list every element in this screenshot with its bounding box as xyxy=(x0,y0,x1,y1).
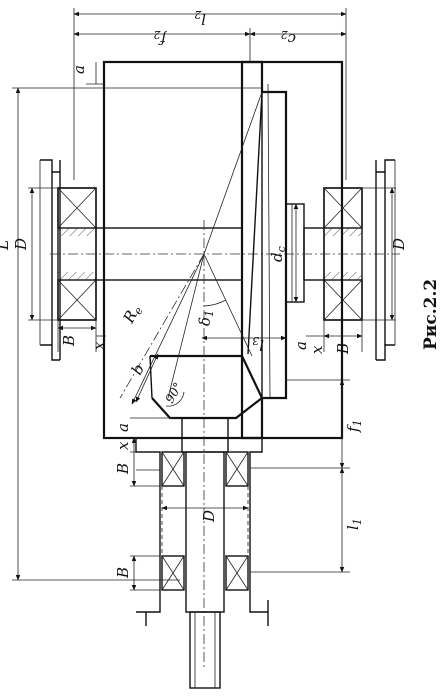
label-Re: Re xyxy=(119,301,146,327)
label-90: 90° xyxy=(162,380,185,405)
label-D-right: D xyxy=(390,238,408,251)
figure-caption: Рис.2.2 xyxy=(421,279,441,350)
label-x-left: x xyxy=(90,341,108,350)
dimension-lines xyxy=(12,8,396,591)
label-delta1: δ1 xyxy=(196,310,216,326)
pinion-bearing-upper xyxy=(161,451,249,487)
bevel-pinion xyxy=(119,91,264,670)
label-L: L xyxy=(0,240,12,251)
horizontal-shaft xyxy=(50,203,400,303)
label-B-bottom-1: B xyxy=(114,463,132,475)
label-B-bottom-2: B xyxy=(114,567,132,579)
label-a-bottom: a xyxy=(114,423,132,432)
label-c2: c2 xyxy=(281,28,296,48)
label-f1: f1 xyxy=(344,419,364,433)
label-l3: l3 xyxy=(252,334,264,354)
label-dc: dc xyxy=(268,246,288,262)
label-x-bottom: x xyxy=(114,441,132,450)
label-D-left: D xyxy=(12,238,30,251)
label-D-bottom: D xyxy=(200,510,218,523)
label-l2: l2 xyxy=(194,8,206,28)
label-l1: l1 xyxy=(344,518,364,530)
pinion-bearing-lower xyxy=(161,486,249,591)
label-B-left: B xyxy=(60,335,78,347)
pinion-shaft xyxy=(181,417,229,689)
label-a-right: a xyxy=(292,341,310,350)
right-bearing xyxy=(323,187,363,321)
label-B-right: B xyxy=(334,343,352,355)
bevel-wheel xyxy=(240,60,288,440)
label-a-top: a xyxy=(70,65,88,74)
label-b: b xyxy=(128,361,148,378)
label-f2: f2 xyxy=(153,28,167,48)
label-x-right: x xyxy=(308,345,326,354)
housing-inner-outline xyxy=(102,60,344,440)
